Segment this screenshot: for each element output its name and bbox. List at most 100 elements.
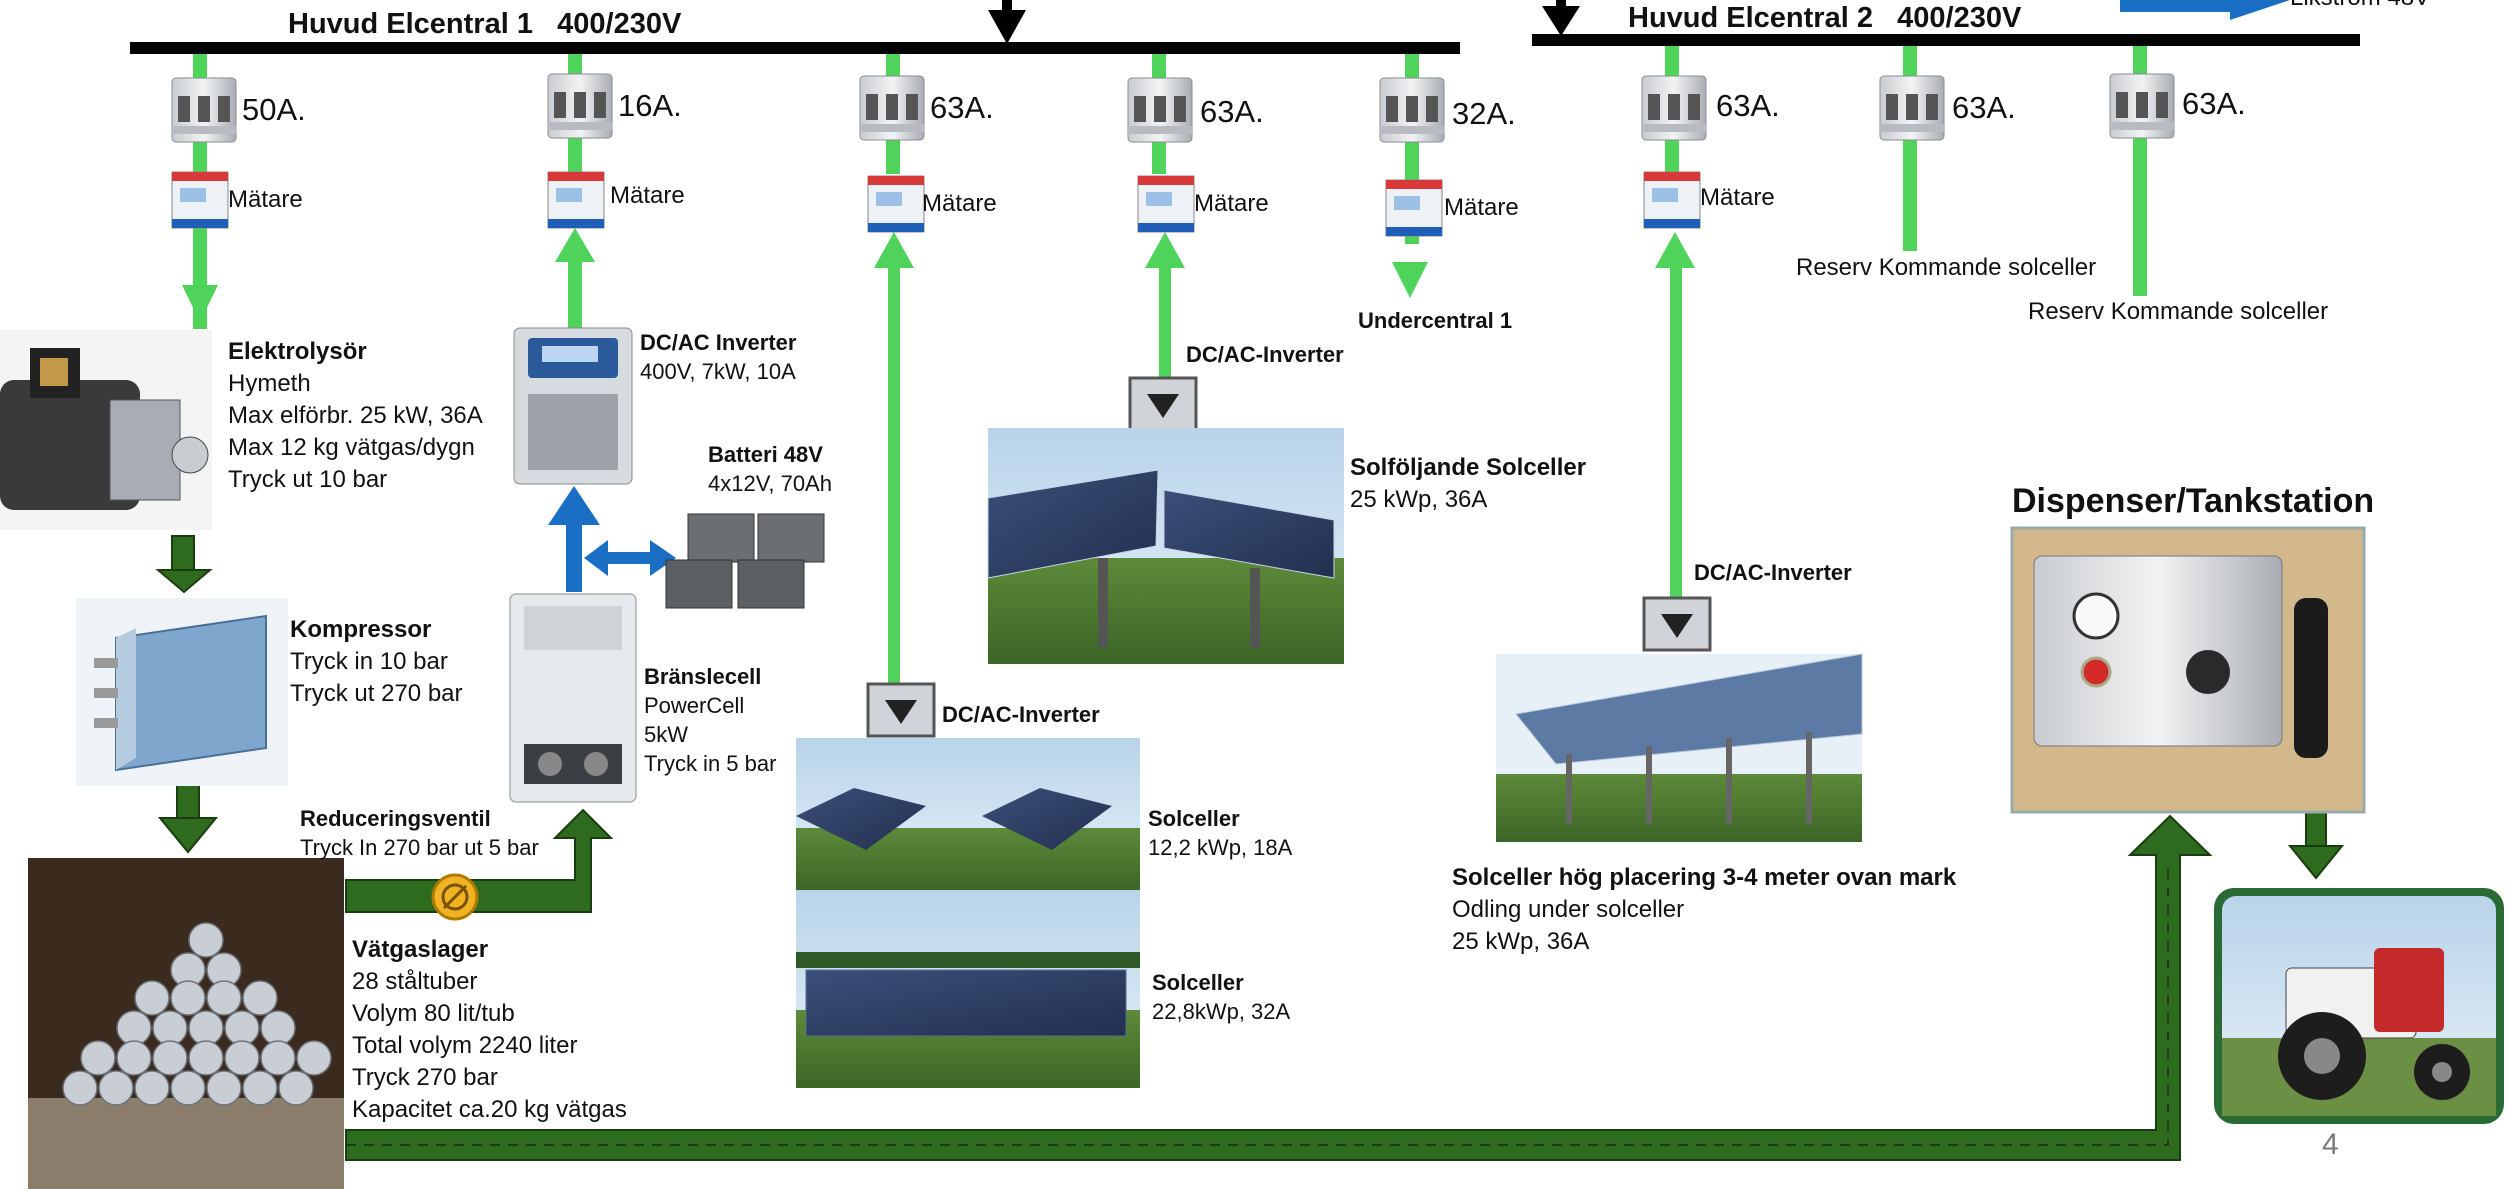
meter-label: Mätare (922, 190, 997, 217)
dispenser-image (2010, 526, 2366, 814)
busbar-1-feed-arrow (988, 0, 1026, 44)
info-line: Odling under solceller (1452, 896, 1685, 923)
breaker-rating: 16A. (618, 88, 682, 123)
fuel-cell-image (509, 593, 637, 803)
info-line: Volym 80 lit/tub (352, 1000, 515, 1027)
info-line: Total volym 2240 liter (352, 1032, 578, 1059)
meter-label: Mätare (1700, 184, 1775, 211)
meter-icon (1137, 175, 1195, 233)
meter-icon (547, 171, 605, 229)
hydrogen-pipe-dash (346, 860, 2169, 1146)
undercentral-label: Undercentral 1 (1358, 308, 1513, 333)
breaker-rating: 63A. (1200, 94, 1264, 129)
info-line: Max elförbr. 25 kW, 36A (228, 402, 483, 429)
breaker-rating: 32A. (1452, 96, 1516, 131)
battery-info: Batteri 48V 4x12V, 70Ah (708, 440, 832, 498)
busbar-1-title: Huvud Elcentral 1 400/230V (288, 8, 682, 40)
battery-title: Batteri 48V (708, 442, 823, 467)
breaker-icon (859, 75, 925, 141)
compressor-title: Kompressor (290, 616, 432, 643)
busbar-2-feed-arrow (1542, 0, 1580, 36)
hydrogen-storage-title: Vätgaslager (352, 936, 489, 963)
info-line: Max 12 kg vätgas/dygn (228, 434, 475, 461)
meter-icon (1385, 179, 1443, 237)
compressor-info: Kompressor Tryck in 10 bar Tryck ut 270 … (290, 614, 463, 710)
electrolyser-info: Elektrolysör Hymeth Max elförbr. 25 kW, … (228, 336, 483, 496)
solar-tracker-title: Solföljande Solceller (1350, 454, 1587, 481)
inverter-image (513, 327, 633, 485)
breaker-icon (547, 73, 613, 139)
meter-icon (171, 171, 229, 229)
breaker-icon (1379, 77, 1445, 143)
page-number: 4 (2322, 1128, 2339, 1161)
breaker-rating: 50A. (242, 92, 306, 127)
inverter-label: DC/AC-Inverter (942, 702, 1100, 727)
info-line: 12,2 kWp, 18A (1148, 835, 1293, 860)
solar-ground-info: Solceller 12,2 kWp, 18A (1148, 804, 1292, 862)
meter-label: Mätare (1194, 190, 1269, 217)
meter-icon (1643, 171, 1701, 229)
fuel-cell-title: Bränslecell (644, 664, 762, 689)
inverter-icons (866, 376, 1712, 738)
info-line: Tryck in 10 bar (290, 648, 448, 675)
info-line: 5kW (644, 722, 688, 747)
reducing-valve-title: Reduceringsventil (300, 806, 491, 831)
info-line: Tryck ut 10 bar (228, 466, 388, 493)
breaker-icon (2109, 73, 2175, 139)
info-line: 25 kWp, 36A (1452, 928, 1590, 955)
reducing-valve-icon (431, 873, 479, 921)
inverter-icon (866, 682, 936, 738)
fuel-cell-info: Bränslecell PowerCell 5kW Tryck in 5 bar (644, 662, 776, 778)
hydrogen-storage-info: Vätgaslager 28 ståltuber Volym 80 lit/tu… (352, 934, 627, 1126)
blue-dc-arrows (548, 486, 676, 592)
dc-feed-label: Likström 48V (2290, 0, 2430, 10)
info-line: Tryck In 270 bar ut 5 bar (300, 835, 539, 860)
hydrogen-flow (155, 535, 2345, 1161)
info-line: 28 ståltuber (352, 968, 478, 995)
meter-label: Mätare (610, 182, 685, 209)
info-line: PowerCell (644, 693, 745, 718)
compressor-image (76, 598, 288, 786)
breaker-rating: 63A. (1716, 88, 1780, 123)
electrolyser-image (0, 330, 212, 530)
solar-ground-image (796, 738, 1140, 890)
info-line: 4x12V, 70Ah (708, 471, 832, 496)
electrolyser-title: Elektrolysör (228, 338, 367, 365)
busbar-2 (1532, 34, 2360, 46)
info-line: Tryck 270 bar (352, 1064, 498, 1091)
breaker-icon (171, 77, 237, 143)
meter-label: Mätare (1444, 194, 1519, 221)
reserve-label: Reserv Kommande solceller (2028, 298, 2329, 325)
breaker-icon (1127, 77, 1193, 143)
tractor-image (2214, 888, 2504, 1124)
energy-meters (171, 171, 1701, 237)
hydrogen-storage-image (28, 858, 344, 1189)
info-line: Hymeth (228, 370, 311, 397)
solar-tracker-info: Solföljande Solceller 25 kWp, 36A (1350, 452, 1586, 516)
solar-tracker-image (987, 428, 1344, 664)
info-line: 400V, 7kW, 10A (640, 359, 796, 384)
dc-feed-arrow (2120, 0, 2290, 20)
inverter-label: DC/AC-Inverter (1694, 560, 1852, 585)
meter-label: Mätare (228, 186, 303, 213)
busbar-1 (130, 42, 1460, 54)
info-line: 22,8kWp, 32A (1152, 999, 1291, 1024)
solar-vertical-info: Solceller 22,8kWp, 32A (1152, 968, 1290, 1026)
circuit-breakers (171, 73, 2175, 143)
breaker-rating: 63A. (2182, 86, 2246, 121)
inverter-info: DC/AC Inverter 400V, 7kW, 10A (640, 328, 796, 386)
inverter-icon (1128, 376, 1198, 432)
solar-vertical-title: Solceller (1152, 970, 1244, 995)
breaker-icon (1641, 75, 1707, 141)
reserve-label: Reserv Kommande solceller (1796, 254, 2097, 281)
busbar-2-title: Huvud Elcentral 2 400/230V (1628, 2, 2022, 34)
breaker-icon (1879, 75, 1945, 141)
reducing-valve-info: Reduceringsventil Tryck In 270 bar ut 5 … (300, 804, 539, 862)
meter-icon (867, 175, 925, 233)
info-line: Tryck in 5 bar (644, 751, 777, 776)
solar-elevated-image (1496, 653, 1863, 842)
inverter-label: DC/AC-Inverter (1186, 342, 1344, 367)
solar-elevated-info: Solceller hög placering 3-4 meter ovan m… (1452, 862, 1956, 958)
